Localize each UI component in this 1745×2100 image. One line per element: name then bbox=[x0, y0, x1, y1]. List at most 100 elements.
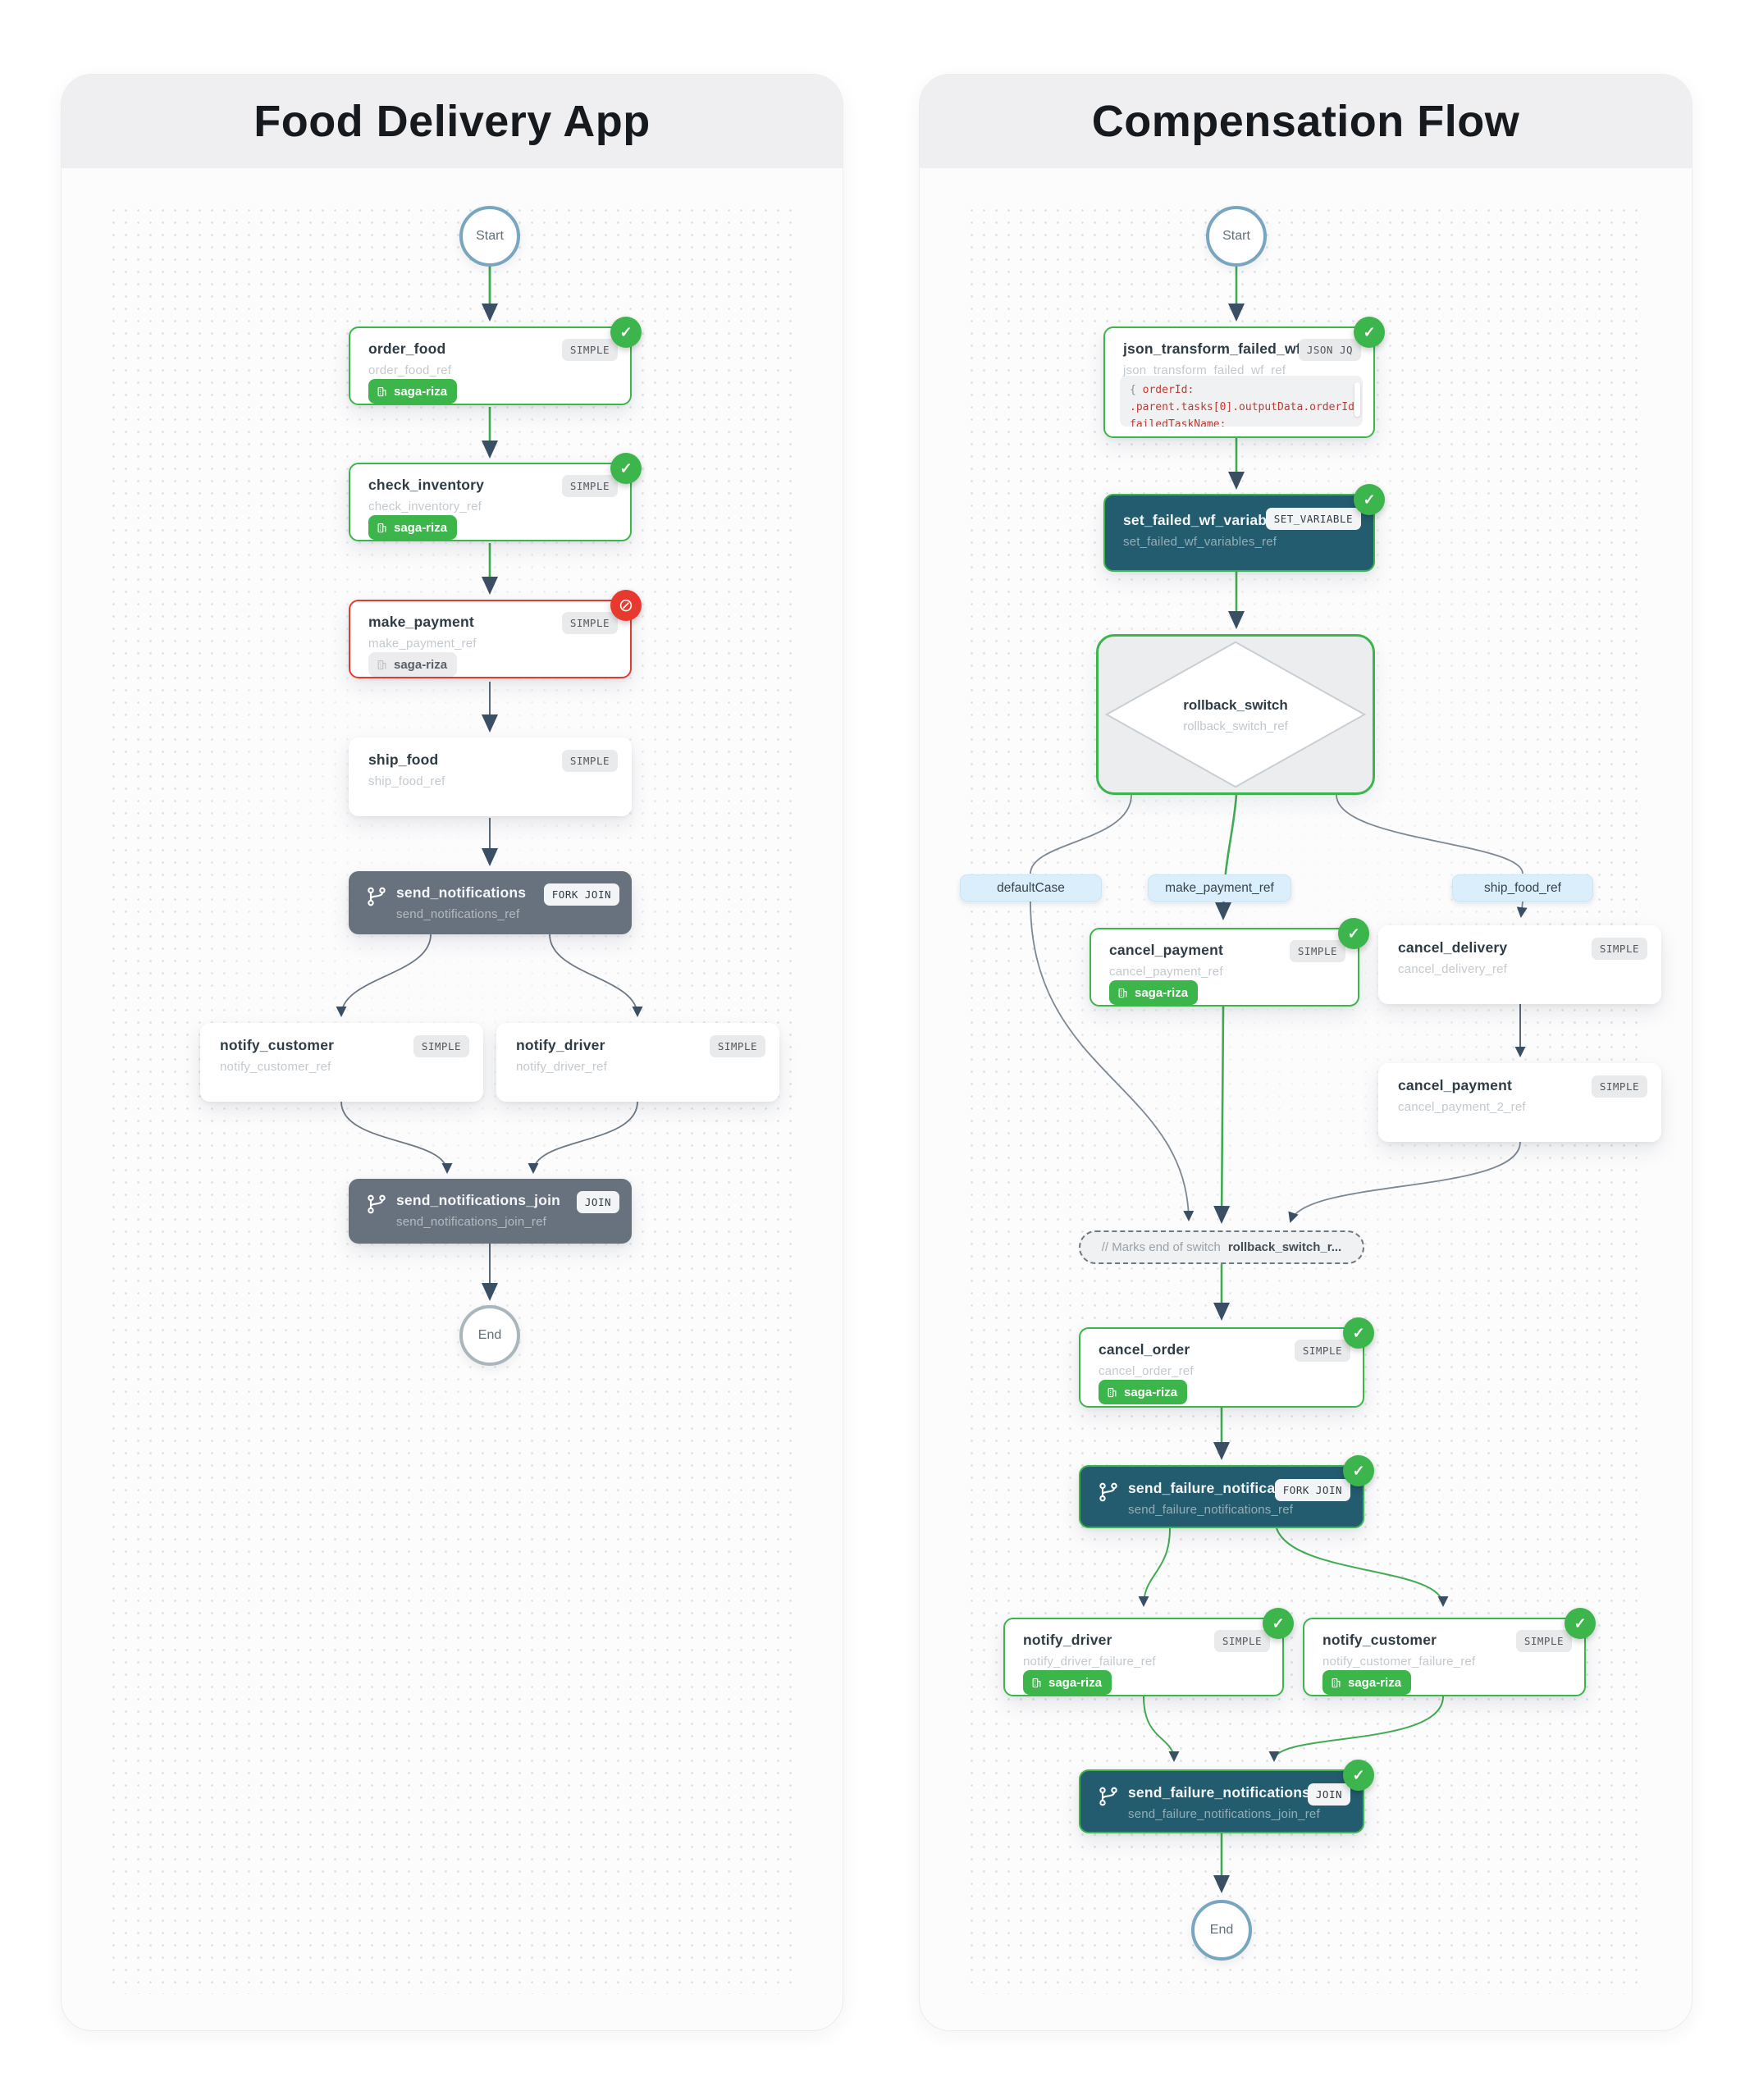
node-notify-customer[interactable]: notify_customer notify_customer_ref SIMP… bbox=[200, 1023, 483, 1102]
case-label-ship-food-ref: ship_food_ref bbox=[1452, 874, 1593, 902]
tag-label: saga-riza bbox=[394, 384, 448, 399]
task-type-badge: FORK JOIN bbox=[1274, 1479, 1350, 1501]
task-type-badge: SIMPLE bbox=[561, 612, 618, 634]
join-icon bbox=[1097, 1785, 1120, 1808]
task-type-badge: SIMPLE bbox=[1515, 1630, 1572, 1652]
end-label: End bbox=[1209, 1923, 1234, 1937]
node-cancel-order[interactable]: ✓ cancel_order cancel_order_ref SIMPLE s… bbox=[1079, 1317, 1374, 1408]
node-notify-driver[interactable]: ✓ notify_driver notify_driver_failure_re… bbox=[1003, 1608, 1294, 1696]
case-label-defaultcase: defaultCase bbox=[960, 874, 1102, 902]
tag-label: saga-riza bbox=[1135, 985, 1189, 1000]
node-json-transform-failed-wf[interactable]: ✓ json_transform_failed_wf json_transfor… bbox=[1103, 317, 1385, 438]
node-ref: notify_customer_ref bbox=[220, 1060, 331, 1074]
task-type-badge: SIMPLE bbox=[1289, 940, 1345, 962]
task-type-badge: SIMPLE bbox=[561, 475, 618, 497]
node-send-notifications-join[interactable]: send_notifications_join send_notificatio… bbox=[349, 1179, 632, 1244]
task-type-badge: SIMPLE bbox=[709, 1035, 765, 1057]
building-icon bbox=[1332, 1678, 1341, 1687]
join-icon bbox=[365, 1193, 388, 1216]
decision-diamond bbox=[1104, 641, 1367, 788]
panel-header: Food Delivery App bbox=[62, 75, 843, 168]
node-ref: cancel_order_ref bbox=[1099, 1364, 1194, 1378]
node-send-failure-notifications[interactable]: ✓ send_failure_notifications send_failur… bbox=[1079, 1455, 1374, 1528]
node-notify-driver[interactable]: notify_driver notify_driver_ref SIMPLE bbox=[496, 1023, 779, 1102]
task-type-badge: JOIN bbox=[576, 1191, 619, 1213]
success-check-icon: ✓ bbox=[1343, 1317, 1374, 1349]
case-label-text: ship_food_ref bbox=[1484, 880, 1561, 895]
node-cancel-delivery[interactable]: cancel_delivery cancel_delivery_ref SIMP… bbox=[1378, 925, 1661, 1004]
workflow-canvas: Start ✓ json_transform_failed_wf json_tr… bbox=[920, 168, 1692, 2030]
node-ref: ship_food_ref bbox=[368, 774, 445, 788]
node-title: cancel_payment bbox=[1109, 942, 1223, 958]
building-icon bbox=[1032, 1678, 1041, 1687]
node-ref: set_failed_wf_variables_ref bbox=[1123, 535, 1277, 549]
task-type-badge: JSON JQ bbox=[1298, 339, 1361, 361]
panel-food-delivery: Food Delivery App Start bbox=[61, 74, 843, 2031]
success-check-icon: ✓ bbox=[1343, 1760, 1374, 1791]
node-rollback-switch[interactable]: rollback_switch rollback_switch_ref bbox=[1096, 634, 1375, 795]
node-cancel-payment[interactable]: ✓ cancel_payment cancel_payment_ref SIMP… bbox=[1089, 918, 1369, 1007]
jq-expression-code[interactable]: { orderId: .parent.tasks[0].outputData.o… bbox=[1120, 376, 1363, 427]
node-title: rollback_switch bbox=[1183, 697, 1288, 713]
success-check-icon: ✓ bbox=[1565, 1608, 1596, 1639]
node-ref: send_failure_notifications_ref bbox=[1128, 1503, 1294, 1517]
node-set-failed-wf-variables[interactable]: ✓ set_failed_wf_variables set_failed_wf_… bbox=[1103, 484, 1385, 572]
tag-label: saga-riza bbox=[394, 520, 448, 535]
code-scrollbar[interactable] bbox=[1354, 382, 1360, 417]
end-node: End bbox=[459, 1305, 520, 1366]
node-make-payment[interactable]: ⊘ make_payment make_payment_ref SIMPLE s… bbox=[349, 590, 642, 678]
node-ref: make_payment_ref bbox=[368, 637, 477, 651]
switch-end-marker: // Marks end of switch rollback_switch_r… bbox=[1079, 1230, 1364, 1264]
node-ref: send_notifications_join_ref bbox=[396, 1215, 547, 1229]
success-check-icon: ✓ bbox=[1354, 317, 1385, 348]
task-type-badge: SIMPLE bbox=[1213, 1630, 1270, 1652]
node-title: notify_driver bbox=[516, 1037, 605, 1053]
task-type-badge: SIMPLE bbox=[561, 339, 618, 361]
node-notify-customer[interactable]: ✓ notify_customer notify_customer_failur… bbox=[1303, 1608, 1596, 1696]
panel-header: Compensation Flow bbox=[920, 75, 1692, 168]
node-title: send_failure_notifications bbox=[1128, 1480, 1311, 1496]
task-type-badge: SIMPLE bbox=[561, 750, 618, 772]
end-label: End bbox=[477, 1328, 502, 1342]
node-title: ship_food bbox=[368, 751, 439, 768]
success-check-icon: ✓ bbox=[610, 453, 642, 484]
node-ref: cancel_payment_ref bbox=[1109, 965, 1223, 979]
node-send-failure-notifications-join[interactable]: ✓ send_failure_notifications_join send_f… bbox=[1079, 1760, 1374, 1833]
node-title: send_notifications bbox=[396, 884, 527, 901]
saga-riza-tag: saga-riza bbox=[1099, 1380, 1188, 1404]
node-ref: json_transform_failed_wf_ref bbox=[1123, 363, 1286, 377]
saga-riza-tag: saga-riza bbox=[368, 652, 458, 677]
building-icon bbox=[377, 386, 386, 396]
node-title: cancel_delivery bbox=[1398, 939, 1508, 956]
start-node: Start bbox=[1206, 206, 1267, 267]
node-ref: cancel_payment_2_ref bbox=[1398, 1100, 1526, 1114]
building-icon bbox=[377, 660, 386, 669]
building-icon bbox=[1108, 1387, 1117, 1397]
task-type-badge: JOIN bbox=[1307, 1783, 1350, 1806]
panel-title: Compensation Flow bbox=[1091, 97, 1520, 146]
saga-riza-tag: saga-riza bbox=[368, 379, 458, 404]
tag-label: saga-riza bbox=[394, 657, 448, 672]
node-ref: order_food_ref bbox=[368, 363, 452, 377]
node-title: cancel_order bbox=[1099, 1341, 1190, 1358]
node-title: notify_driver bbox=[1023, 1632, 1112, 1648]
success-check-icon: ✓ bbox=[1338, 918, 1369, 949]
node-ref: notify_driver_ref bbox=[516, 1060, 607, 1074]
node-cancel-payment-2[interactable]: cancel_payment cancel_payment_2_ref SIMP… bbox=[1378, 1063, 1661, 1142]
panel-title: Food Delivery App bbox=[254, 97, 651, 146]
node-order-food[interactable]: ✓ order_food order_food_ref SIMPLE saga-… bbox=[349, 317, 642, 405]
task-type-badge: SET_VARIABLE bbox=[1265, 508, 1361, 530]
node-check-inventory[interactable]: ✓ check_inventory check_inventory_ref SI… bbox=[349, 453, 642, 541]
case-label-make-payment-ref: make_payment_ref bbox=[1148, 874, 1291, 902]
fork-icon bbox=[1097, 1481, 1120, 1504]
node-title: make_payment bbox=[368, 614, 474, 630]
end-node: End bbox=[1191, 1900, 1252, 1961]
saga-riza-tag: saga-riza bbox=[1322, 1670, 1412, 1695]
node-ship-food[interactable]: ship_food ship_food_ref SIMPLE bbox=[349, 737, 632, 816]
start-label: Start bbox=[476, 229, 504, 243]
fork-icon bbox=[365, 885, 388, 908]
node-send-notifications[interactable]: send_notifications send_notifications_re… bbox=[349, 871, 632, 934]
workflow-canvas: Start ✓ order_food order_food_ref SIMPLE… bbox=[62, 168, 843, 2030]
node-title: order_food bbox=[368, 340, 446, 357]
saga-riza-tag: saga-riza bbox=[1109, 980, 1199, 1005]
